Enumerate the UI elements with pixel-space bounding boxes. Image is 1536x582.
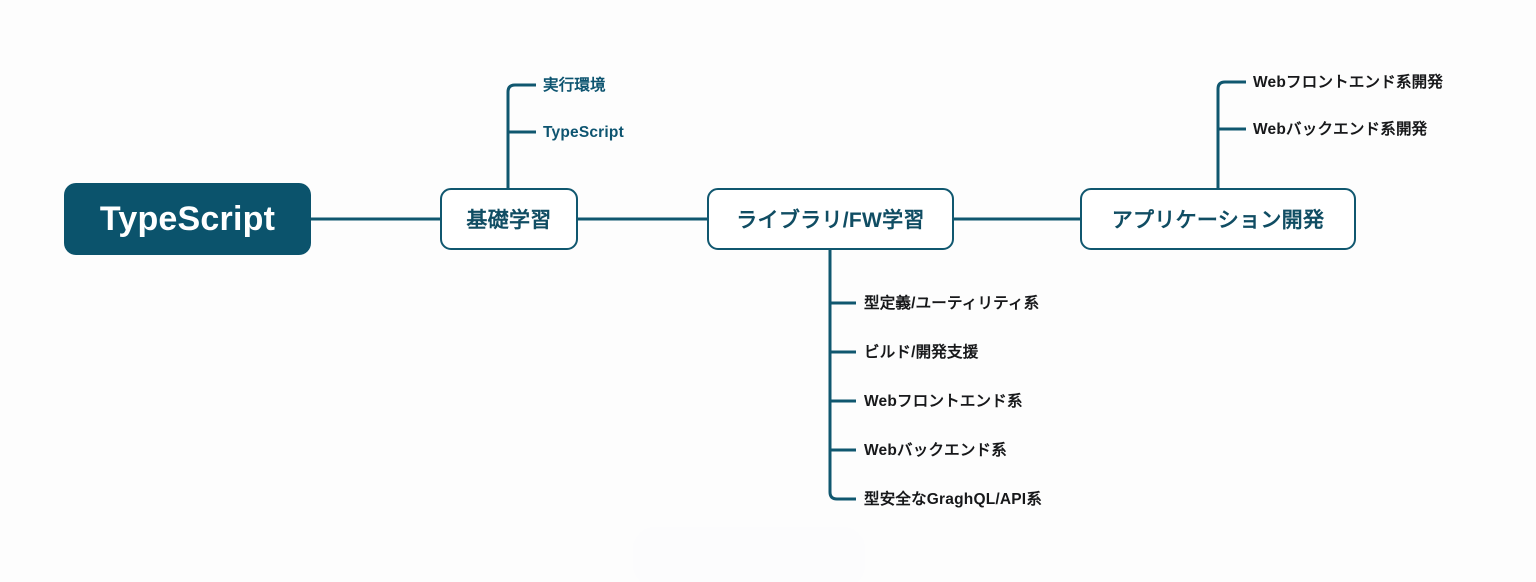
node-application-kaihatsu[interactable]: アプリケーション開発 (1080, 188, 1356, 250)
node-library-fw-gakushu[interactable]: ライブラリ/FW学習 (707, 188, 954, 250)
leaf-lib-build-kaihatsu-shien[interactable]: ビルド/開発支援 (864, 344, 979, 361)
node-root-typescript[interactable]: TypeScript (64, 183, 311, 255)
leaf-lib-web-frontend[interactable]: Webフロントエンド系 (864, 393, 1023, 410)
spine-app (1216, 80, 1246, 188)
leaf-kiso-typescript[interactable]: TypeScript (543, 124, 624, 141)
leaf-app-web-frontend-kaihatsu[interactable]: Webフロントエンド系開発 (1253, 74, 1444, 91)
leaf-kiso-jikkou-kankyou[interactable]: 実行環境 (543, 77, 606, 94)
spine-library (828, 250, 856, 501)
leaf-lib-kata-teigi-utility[interactable]: 型定義/ユーティリティ系 (864, 295, 1040, 312)
leaf-lib-kata-anzen-graphql-api[interactable]: 型安全なGraghQL/API系 (864, 491, 1043, 508)
node-kiso-gakushu[interactable]: 基礎学習 (440, 188, 578, 250)
background-plate (633, 527, 865, 582)
spine-kiso (506, 83, 527, 188)
leaf-lib-web-backend[interactable]: Webバックエンド系 (864, 442, 1007, 459)
leaf-app-web-backend-kaihatsu[interactable]: Webバックエンド系開発 (1253, 121, 1428, 138)
